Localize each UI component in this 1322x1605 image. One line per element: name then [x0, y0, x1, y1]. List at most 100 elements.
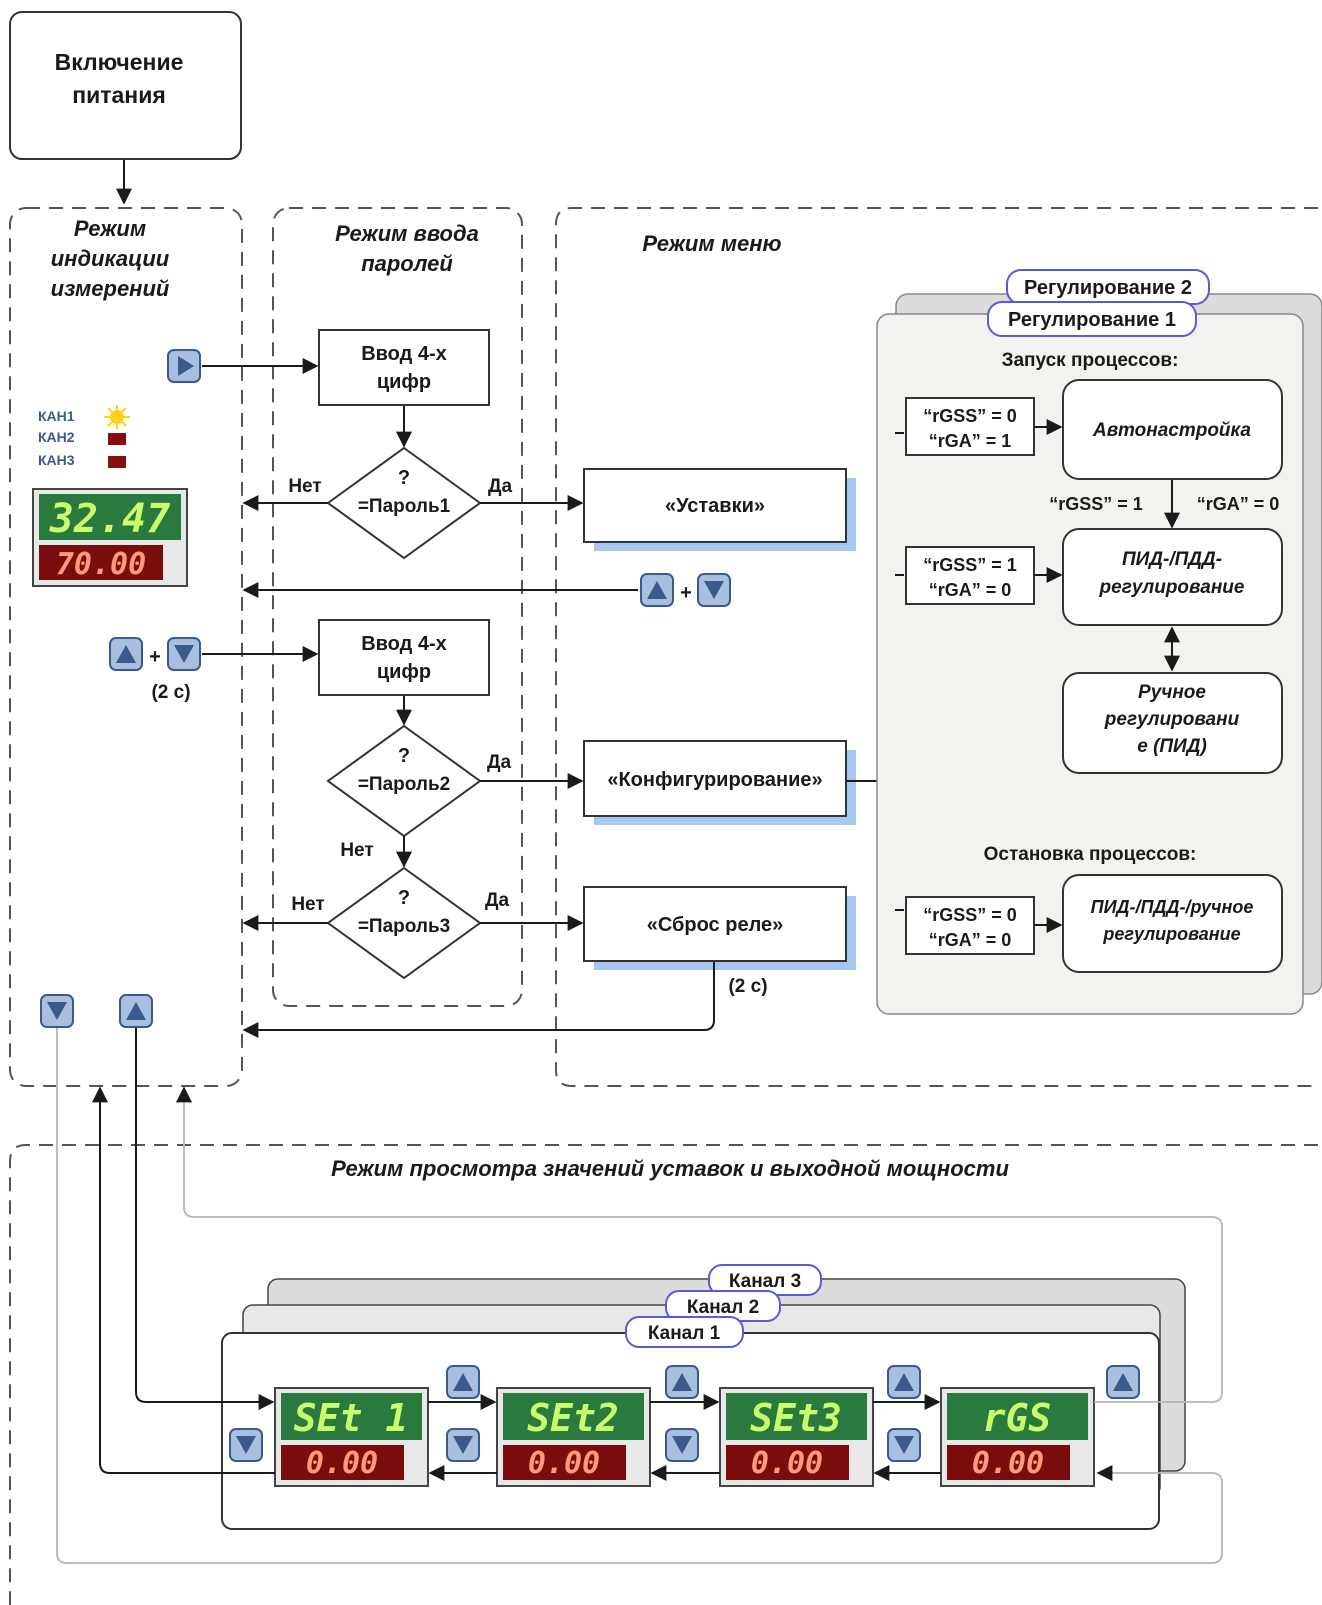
config-label: «Конфигурирование»	[607, 769, 822, 791]
channel-2-label: Канал 2	[687, 1297, 759, 1318]
channel-down-button-2-icon[interactable]	[665, 1428, 699, 1462]
menu-frame	[555, 207, 1318, 1087]
pid-box: ПИД-/ПДД- регулирование	[1062, 528, 1283, 626]
power-on-line1: Включение	[55, 49, 184, 75]
kan2-label: КАН2	[38, 429, 75, 445]
relay-reset-box: «Сброс реле»	[583, 886, 856, 970]
manual-line3: е (ПИД)	[1137, 736, 1207, 757]
channel-up-button-3-icon[interactable]	[887, 1365, 921, 1399]
transition-rgss-label: “rGSS” = 1	[1049, 494, 1143, 514]
display-2-bottom: 0.00	[528, 1446, 600, 1481]
setpoint-display-2: SEt2 0.00	[496, 1387, 651, 1487]
plus-sign: +	[149, 646, 161, 668]
stop-processes-title: Остановка процессов:	[984, 844, 1197, 865]
display-4-bottom: 0.00	[972, 1446, 1044, 1481]
password2-label: =Пароль2	[358, 774, 450, 795]
measurement-display: 32.47 70.00	[32, 488, 188, 587]
enter-digits-2-line2: цифр	[377, 661, 431, 683]
channel-1-label: Канал 1	[648, 1323, 721, 1344]
return-lines	[56, 1028, 1223, 1564]
cond1-line1: “rGSS” = 0	[923, 406, 1017, 426]
yes-label-1: Да	[488, 476, 513, 497]
indication-title-2: индикации	[51, 246, 170, 271]
pid-line2: регулирование	[1099, 577, 1245, 598]
stop-line2: регулирование	[1102, 924, 1240, 944]
display-4-top: rGS	[983, 1396, 1052, 1440]
kan1-led-lit-icon	[104, 405, 130, 429]
menu-exit-up-button-icon[interactable]	[640, 573, 674, 607]
kan3-led-icon	[108, 456, 126, 468]
channel-down-button-3-icon[interactable]	[887, 1428, 921, 1462]
enter-digits-2-line1: Ввод 4-х	[361, 633, 447, 655]
cond2-line1: “rGSS” = 1	[923, 555, 1017, 575]
no-label-2: Нет	[340, 840, 373, 861]
yes-label-2: Да	[487, 752, 512, 773]
password1-question: ?	[398, 467, 410, 489]
manual-line1: Ручное	[1138, 682, 1206, 703]
password-title-2: паролей	[361, 251, 453, 276]
display-bottom-value: 70.00	[56, 547, 146, 582]
regulation-2-tab[interactable]: Регулирование 2	[1006, 269, 1210, 305]
regulation-connectors	[895, 419, 1180, 933]
button-down-icon[interactable]	[167, 637, 201, 671]
power-on-line2: питания	[72, 82, 166, 108]
regulation-2-label: Регулирование 2	[1024, 277, 1192, 299]
channel-connectors	[92, 1028, 941, 1481]
channel-down-button-left-icon[interactable]	[229, 1428, 263, 1462]
channel-up-button-1-icon[interactable]	[446, 1365, 480, 1399]
regulation-1-tab[interactable]: Регулирование 1	[987, 301, 1197, 337]
display-3-top: SEt3	[750, 1396, 842, 1440]
manual-line2: регулировани	[1104, 709, 1240, 730]
channel-1-tab[interactable]: Канал 1	[625, 1316, 744, 1348]
password3-decision: ? =Пароль3	[326, 866, 482, 980]
enter-digits-1-line2: цифр	[377, 371, 431, 393]
menu-exit-down-button-icon[interactable]	[697, 573, 731, 607]
autotune-box: Автонастройка	[1062, 379, 1283, 480]
review-up-button-icon[interactable]	[119, 994, 153, 1028]
channel-down-button-1-icon[interactable]	[446, 1428, 480, 1462]
stop-line1: ПИД-/ПДД-/ручное	[1091, 897, 1254, 917]
manual-box: Ручное регулировани е (ПИД)	[1062, 672, 1283, 774]
password1-label: =Пароль1	[358, 496, 451, 517]
start-processes-title: Запуск процессов:	[1002, 350, 1179, 371]
transition-rga-label: “rGA” = 0	[1197, 494, 1280, 514]
cond2-line2: “rGA” = 0	[929, 580, 1012, 600]
menu-title: Режим меню	[642, 231, 781, 256]
channel-2-tab[interactable]: Канал 2	[665, 1290, 781, 1322]
indication-title-3: измерений	[51, 276, 170, 301]
condition-box-1: “rGSS” = 0 “rGA” = 1	[905, 397, 1035, 456]
display-1-top: SEt 1	[294, 1396, 408, 1440]
enter-digits-1-line1: Ввод 4-х	[361, 343, 447, 365]
cond1-line2: “rGA” = 1	[929, 431, 1012, 451]
mode-titles: Режим индикации измерений Режим ввода па…	[51, 216, 1010, 1181]
button-right-icon[interactable]	[167, 349, 201, 383]
setpoint-display-3: SEt3 0.00	[719, 1387, 874, 1487]
display-2-top: SEt2	[527, 1396, 619, 1440]
condition-box-3: “rGSS” = 0 “rGA” = 0	[905, 896, 1035, 955]
no-label-1: Нет	[288, 476, 321, 497]
channel-leds: КАН1 КАН2 КАН3	[38, 405, 130, 468]
no-label-3: Нет	[291, 894, 324, 915]
password1-decision: ? =Пароль1	[326, 446, 482, 560]
cond3-line2: “rGA” = 0	[929, 930, 1012, 950]
channel-3-tab[interactable]: Канал 3	[708, 1264, 822, 1296]
channel-up-button-2-icon[interactable]	[665, 1365, 699, 1399]
review-down-button-icon[interactable]	[40, 994, 74, 1028]
relay-reset-label: «Сброс реле»	[647, 914, 784, 936]
setpoints-box: «Уставки»	[583, 468, 856, 551]
kan3-label: КАН3	[38, 452, 75, 468]
relay-hold-label: (2 с)	[728, 976, 767, 997]
kan2-led-icon	[108, 433, 126, 445]
power-on-block: Включение питания	[9, 11, 242, 160]
channel-up-button-4-icon[interactable]	[1106, 1365, 1140, 1399]
stop-box: ПИД-/ПДД-/ручное регулирование	[1062, 874, 1283, 973]
yes-label-3: Да	[485, 890, 510, 911]
button-up-icon[interactable]	[109, 637, 143, 671]
regulation-1-label: Регулирование 1	[1008, 309, 1176, 331]
review-frame	[9, 1144, 1318, 1605]
enter-digits-box-1: Ввод 4-х цифр	[318, 329, 490, 406]
review-title: Режим просмотра значений уставок и выход…	[331, 1156, 1009, 1181]
password3-question: ?	[398, 887, 410, 909]
password3-label: =Пароль3	[358, 916, 450, 937]
